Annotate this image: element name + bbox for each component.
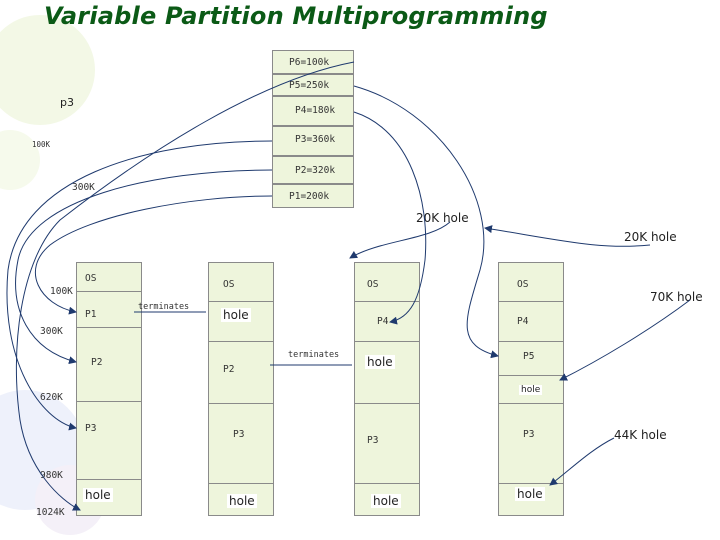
queue-item-p2: P2=320k [272, 156, 354, 184]
segment-p4: P4 [517, 316, 529, 327]
address-300k: 300K [40, 326, 63, 337]
queue-item-p1: P1=200k [272, 184, 354, 208]
segment-os: OS [85, 273, 97, 284]
segment-p2: P2 [91, 357, 103, 368]
page-title: Variable Partition Multiprogramming [44, 2, 548, 30]
queue-item-label: P4=180k [295, 105, 336, 116]
memory-column-4: OS P4 P5 hole P3 hole [498, 262, 564, 516]
address-980k: 980K [40, 470, 63, 481]
terminates-label-1: terminates [138, 302, 190, 312]
segment-os: OS [223, 279, 235, 290]
segment-p2: P2 [223, 364, 235, 375]
segment-os: OS [367, 279, 379, 290]
arrow-44k-hole [549, 437, 615, 486]
queue-item-p4: P4=180k [272, 96, 354, 126]
arrow-p2 [15, 169, 273, 365]
segment-hole: hole [221, 308, 251, 322]
queue-item-label: P2=320k [295, 165, 336, 176]
annotation-p3: p3 [60, 96, 74, 109]
queue-item-p3: P3=360k [272, 126, 354, 156]
segment-hole: hole [515, 487, 545, 501]
address-620k: 620K [40, 392, 63, 403]
segment-p3: P3 [367, 435, 379, 446]
arrow-p1 [34, 195, 273, 315]
segment-p3: P3 [233, 429, 245, 440]
queue-item-label: P6=100k [289, 57, 330, 68]
segment-hole: hole [519, 385, 543, 395]
arrow-70k-hole [559, 299, 691, 381]
queue-item-p6: P6=100k [272, 50, 354, 74]
segment-hole: hole [365, 355, 395, 369]
arrow-20k-hole-b [484, 225, 651, 247]
segment-hole: hole [371, 494, 401, 508]
annotation-20k-hole-b: 20K hole [624, 230, 677, 244]
arrow-p6 [15, 61, 355, 511]
segment-p3: P3 [85, 423, 97, 434]
segment-hole: hole [83, 488, 113, 502]
queue-item-label: P1=200k [289, 191, 330, 202]
memory-column-1: OS P1 P2 P3 hole [76, 262, 142, 516]
arrow-p5 [353, 85, 499, 359]
address-100k: 100K [50, 286, 73, 297]
annotation-20k-hole-a: 20K hole [416, 211, 469, 225]
terminates-label-2: terminates [288, 350, 340, 360]
queue-item-label: P3=360k [295, 134, 336, 145]
address-1024k: 1024K [36, 507, 65, 518]
arrow-p4 [353, 111, 427, 325]
annotation-300k: 300K [72, 182, 95, 193]
segment-p4: P4 [377, 316, 389, 327]
segment-p1: P1 [85, 309, 97, 320]
segment-p5: P5 [523, 351, 535, 362]
memory-column-2: OS hole P2 P3 hole [208, 262, 274, 516]
annotation-100k: 100K [32, 140, 51, 149]
segment-os: OS [517, 279, 529, 290]
segment-hole: hole [227, 494, 257, 508]
arrow-p3 [6, 140, 273, 431]
annotation-44k-hole: 44K hole [614, 428, 667, 442]
segment-p3: P3 [523, 429, 535, 440]
arrow-20k-hole-a [349, 221, 451, 259]
memory-column-3: OS P4 hole P3 hole [354, 262, 420, 516]
queue-item-label: P5=250k [289, 80, 330, 91]
